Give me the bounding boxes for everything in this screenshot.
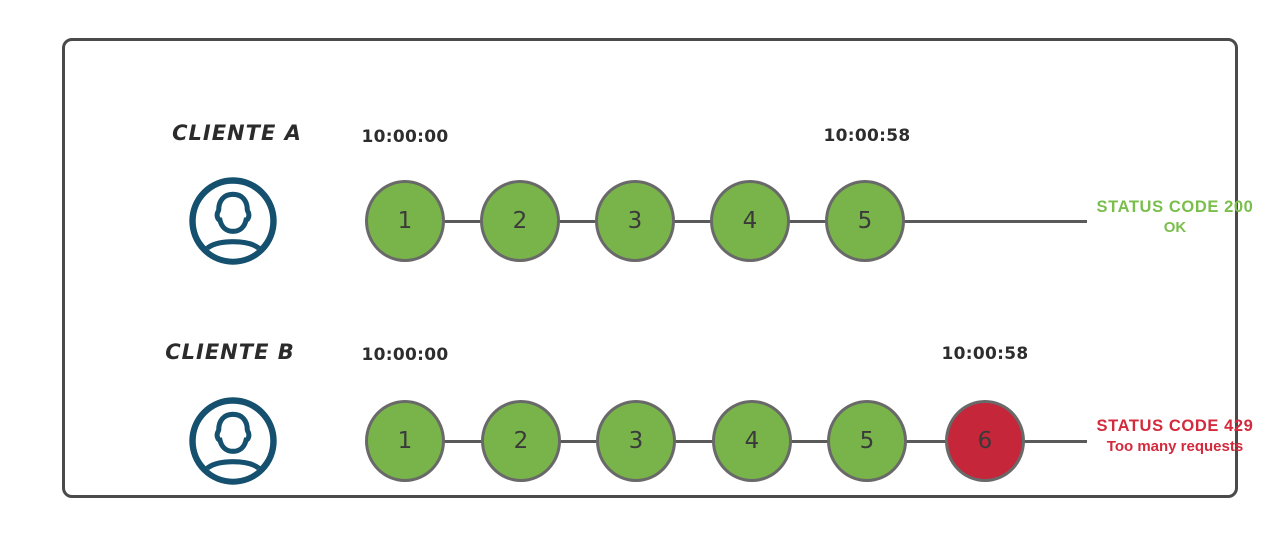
request-number: 6 bbox=[977, 428, 993, 454]
request-node: 2 bbox=[480, 180, 560, 262]
request-number: 1 bbox=[397, 208, 413, 234]
client-a-label: CLIENTE A bbox=[172, 121, 302, 145]
request-number: 3 bbox=[627, 208, 643, 234]
request-node: 2 bbox=[481, 400, 561, 482]
request-number: 5 bbox=[857, 208, 873, 234]
user-avatar-icon bbox=[189, 177, 277, 265]
request-node: 5 bbox=[825, 180, 905, 262]
request-number: 4 bbox=[744, 428, 760, 454]
rate-limit-diagram-frame: CLIENTE A 10:00:00 10:00:58 1 2 3 4 5 ST… bbox=[62, 38, 1253, 498]
timestamp-start: 10:00:00 bbox=[361, 127, 449, 147]
status-code-text: STATUS CODE 200 bbox=[1096, 198, 1254, 216]
timestamp-start: 10:00:00 bbox=[361, 345, 449, 365]
status-result-error: STATUS CODE 429 Too many requests bbox=[1090, 415, 1260, 456]
status-message-text: Too many requests bbox=[1106, 438, 1244, 455]
user-avatar-icon bbox=[189, 397, 277, 485]
status-code-text: STATUS CODE 429 bbox=[1096, 417, 1254, 435]
request-node: 1 bbox=[365, 400, 445, 482]
request-node: 3 bbox=[596, 400, 676, 482]
request-number: 4 bbox=[742, 208, 758, 234]
request-node: 1 bbox=[365, 180, 445, 262]
request-node: 4 bbox=[712, 400, 792, 482]
request-node: 3 bbox=[595, 180, 675, 262]
status-message-text: OK bbox=[1163, 219, 1187, 236]
client-b-label: CLIENTE B bbox=[165, 340, 295, 364]
request-number: 2 bbox=[512, 208, 528, 234]
request-number: 3 bbox=[628, 428, 644, 454]
request-node: 4 bbox=[710, 180, 790, 262]
request-number: 1 bbox=[397, 428, 413, 454]
status-result-ok: STATUS CODE 200 OK bbox=[1090, 196, 1260, 237]
request-node-blocked: 6 bbox=[945, 400, 1025, 482]
timestamp-end: 10:00:58 bbox=[823, 126, 911, 146]
request-node: 5 bbox=[827, 400, 907, 482]
timestamp-end: 10:00:58 bbox=[941, 344, 1029, 364]
request-number: 2 bbox=[513, 428, 529, 454]
request-number: 5 bbox=[859, 428, 875, 454]
